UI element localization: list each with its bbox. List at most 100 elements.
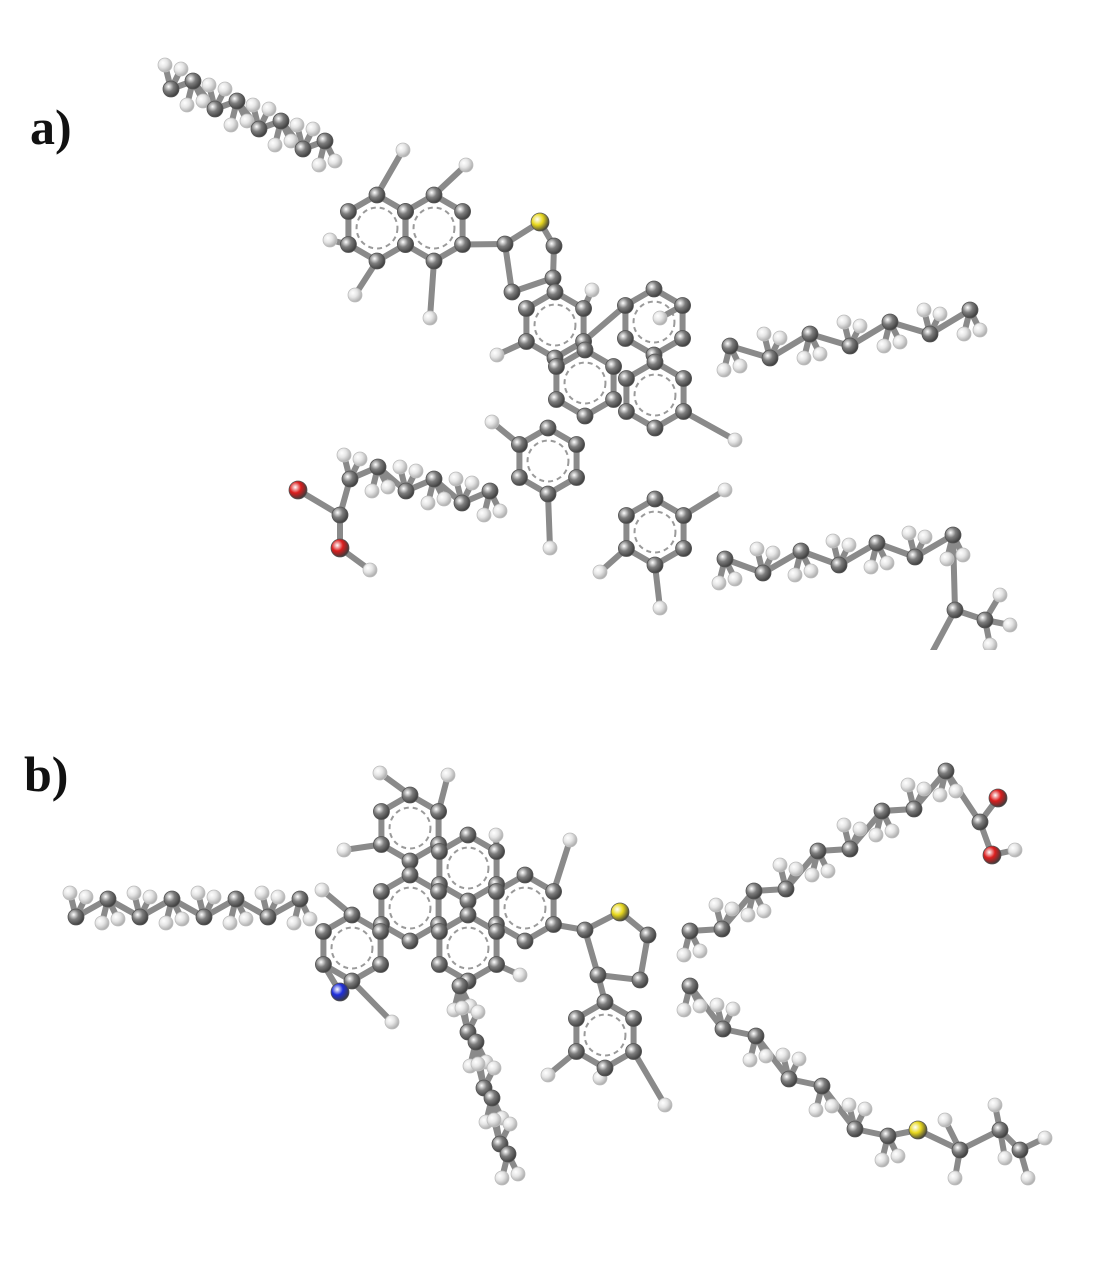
aromatic-ring-marker bbox=[355, 206, 399, 250]
carbon-atom bbox=[272, 112, 290, 130]
carbon-atom bbox=[777, 880, 795, 898]
carbon-atom bbox=[163, 890, 181, 908]
hydrogen-atom bbox=[900, 777, 916, 793]
hydrogen-atom bbox=[916, 302, 932, 318]
carbon-atom bbox=[568, 436, 585, 453]
carbon-atom bbox=[674, 330, 691, 347]
hydrogen-atom bbox=[787, 567, 803, 583]
carbon-atom bbox=[881, 313, 899, 331]
carbon-atom bbox=[539, 485, 557, 503]
hydrogen-atom bbox=[254, 885, 270, 901]
aromatic-ring-marker bbox=[632, 300, 676, 344]
hydrogen-atom bbox=[245, 97, 261, 113]
hydrogen-atom bbox=[992, 587, 1008, 603]
hydrogen-atom bbox=[392, 459, 408, 475]
hydrogen-atom bbox=[476, 507, 492, 523]
carbon-atom bbox=[596, 993, 614, 1011]
hydrogen-atom bbox=[749, 541, 765, 557]
hydrogen-atom bbox=[657, 1097, 673, 1113]
carbon-atom bbox=[545, 883, 562, 900]
hydrogen-atom bbox=[267, 137, 283, 153]
hydrogen-atom bbox=[825, 533, 841, 549]
carbon-atom bbox=[971, 813, 989, 831]
carbon-atom bbox=[792, 542, 810, 560]
hydrogen-atom bbox=[510, 1166, 526, 1182]
carbon-atom bbox=[397, 236, 414, 253]
hydrogen-atom bbox=[289, 117, 305, 133]
carbon-atom bbox=[431, 923, 448, 940]
carbon-atom bbox=[576, 921, 594, 939]
carbon-atom bbox=[675, 370, 692, 387]
carbon-atom bbox=[714, 1020, 732, 1038]
carbon-atom bbox=[294, 140, 312, 158]
hydrogen-atom bbox=[173, 61, 189, 77]
hydrogen-atom bbox=[772, 330, 788, 346]
carbon-atom bbox=[459, 906, 477, 924]
carbon-atom bbox=[454, 203, 471, 220]
hydrogen-atom bbox=[562, 832, 578, 848]
carbon-atom bbox=[745, 882, 763, 900]
carbon-atom bbox=[430, 883, 447, 900]
carbon-atom bbox=[315, 956, 332, 973]
carbon-atom bbox=[99, 890, 117, 908]
hydrogen-atom bbox=[987, 1097, 1003, 1113]
carbon-atom bbox=[250, 120, 268, 138]
hydrogen-atom bbox=[932, 787, 948, 803]
hydrogen-atom bbox=[876, 338, 892, 354]
hydrogen-atom bbox=[836, 314, 852, 330]
carbon-atom bbox=[921, 325, 939, 343]
hydrogen-atom bbox=[652, 310, 668, 326]
carbon-atom bbox=[546, 283, 564, 301]
hydrogen-atom bbox=[892, 334, 908, 350]
carbon-atom bbox=[539, 419, 557, 437]
hydrogen-atom bbox=[492, 503, 508, 519]
carbon-atom bbox=[518, 300, 535, 317]
carbon-atom bbox=[625, 1043, 642, 1060]
carbon-atom bbox=[568, 1010, 585, 1027]
carbon-atom bbox=[879, 1127, 897, 1145]
carbon-atom bbox=[511, 469, 528, 486]
molecule-b-model bbox=[62, 762, 1053, 1186]
carbon-atom bbox=[483, 1089, 501, 1107]
carbon-atom bbox=[646, 490, 664, 508]
hydrogen-atom bbox=[195, 93, 211, 109]
hydrogen-atom bbox=[725, 1001, 741, 1017]
hydrogen-atom bbox=[692, 998, 708, 1014]
carbon-atom bbox=[162, 80, 180, 98]
carbon-atom bbox=[516, 866, 534, 884]
carbon-atom bbox=[716, 550, 734, 568]
carbon-atom bbox=[589, 966, 607, 984]
hydrogen-atom bbox=[874, 1152, 890, 1168]
hydrogen-atom bbox=[772, 857, 788, 873]
carbon-atom bbox=[906, 548, 924, 566]
carbon-atom bbox=[618, 507, 635, 524]
hydrogen-atom bbox=[742, 1052, 758, 1068]
carbon-atom bbox=[372, 923, 389, 940]
hydrogen-atom bbox=[238, 911, 254, 927]
carbon-atom bbox=[841, 337, 859, 355]
hydrogen-atom bbox=[142, 889, 158, 905]
carbon-atom bbox=[754, 564, 772, 582]
hydrogen-atom bbox=[311, 157, 327, 173]
hydrogen-atom bbox=[972, 322, 988, 338]
hydrogen-atom bbox=[336, 447, 352, 463]
hydrogen-atom bbox=[863, 559, 879, 575]
hydrogen-atom bbox=[803, 563, 819, 579]
carbon-atom bbox=[646, 556, 664, 574]
hydrogen-atom bbox=[852, 821, 868, 837]
carbon-atom bbox=[431, 843, 448, 860]
hydrogen-atom bbox=[717, 482, 733, 498]
hydrogen-atom bbox=[1002, 617, 1018, 633]
carbon-atom bbox=[801, 325, 819, 343]
hydrogen-atom bbox=[502, 1116, 518, 1132]
carbon-atom bbox=[511, 436, 528, 453]
hydrogen-atom bbox=[217, 81, 233, 97]
hydrogen-atom bbox=[788, 861, 804, 877]
hydrogen-atom bbox=[1020, 1170, 1036, 1186]
bond bbox=[545, 491, 553, 551]
hydrogen-atom bbox=[948, 783, 964, 799]
carbon-atom bbox=[228, 92, 246, 110]
carbon-atom bbox=[315, 923, 332, 940]
hydrogen-atom bbox=[206, 889, 222, 905]
hydrogen-atom bbox=[1037, 1130, 1053, 1146]
